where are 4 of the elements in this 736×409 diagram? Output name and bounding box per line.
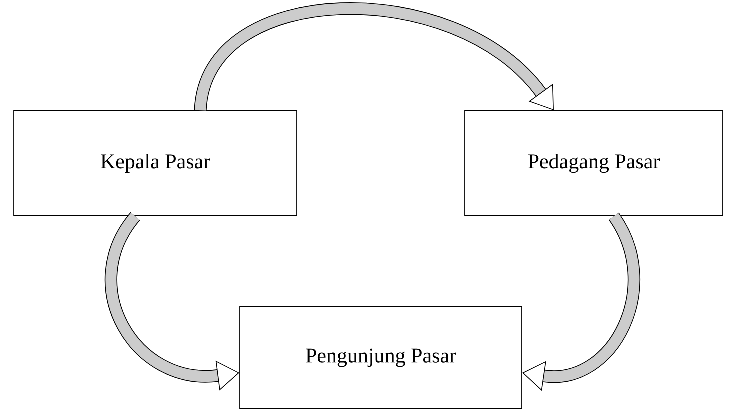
curved-block-arrow [194, 2, 554, 112]
process-box: Kepala Pasar [14, 110, 298, 216]
process-box: Pedagang Pasar [464, 110, 724, 216]
process-box: Pengunjung Pasar [240, 306, 522, 409]
